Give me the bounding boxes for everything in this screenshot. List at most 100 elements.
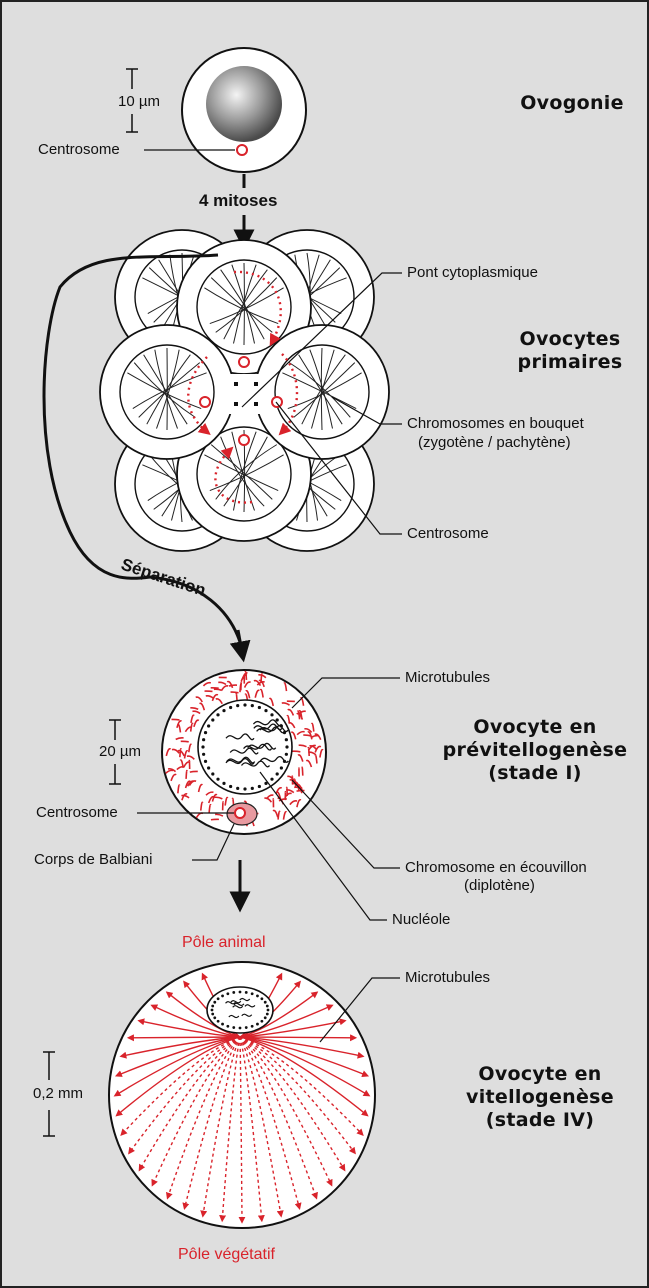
label-centrosome-3: Centrosome [36,804,118,822]
nucleolus-dot [229,785,232,788]
centrosome-dot [272,397,282,407]
nucleolus-dot [266,1013,269,1016]
ovogonie-nucleus [206,66,282,142]
nucleolus-dot [280,766,283,769]
nucleolus-dot [221,995,224,998]
nucleolus-dot [217,997,220,1000]
nucleolus-dot [258,706,261,709]
primary-oocyte-cluster [100,230,389,551]
nucleolus-dot [211,772,214,775]
nucleolus-dot [222,782,225,785]
microtubule-fiber [130,1037,240,1038]
title-ovocytes-primaires: Ovocytes primaires [500,328,640,374]
nucleolus-dot [226,1025,229,1028]
title-ovogonie: Ovogonie [502,92,642,115]
previtellogenesis-oocyte [162,670,326,834]
nucleolus-dot [236,704,239,707]
scale-label-02mm: 0,2 mm [33,1085,83,1103]
nucleolus-dot [256,1023,259,1026]
nucleolus-dot [211,1005,214,1008]
nucleolus-dot [260,1020,263,1023]
ovogonie-cell [182,48,306,172]
nucleolus-dot [207,766,210,769]
nucleolus-dot [216,713,219,716]
cytoplasmic-bridge-hub [224,374,264,414]
label-centrosome-2: Centrosome [407,525,489,543]
bridge-mark [254,382,258,386]
nucleolus-dot [201,745,204,748]
nucleolus-dot [256,995,259,998]
separation-arrow [238,630,242,652]
nucleolus-dot [232,991,235,994]
label-chromosomes-bouquet: Chromosomes en bouquet [407,415,584,433]
bridge-mark [254,402,258,406]
nucleolus-dot [285,745,288,748]
centrosome-dot [239,435,249,445]
nucleolus-dot [204,760,207,763]
nucleolus-dot [258,785,261,788]
nucleolus-dot [285,738,288,741]
nucleolus-dot [270,778,273,781]
nucleolus-dot [202,738,205,741]
nucleolus-dot [202,753,205,756]
nucleolus-dot [222,709,225,712]
nucleolus-dot [276,718,279,721]
nucleolus-dot [245,1026,248,1029]
title-previtellogenese: Ovocyte en prévitellogenèse (stade I) [430,716,640,785]
nucleolus-dot [211,1009,214,1012]
label-pole-animal: Pôle animal [182,934,266,952]
nucleolus-dot [270,713,273,716]
nucleolus-dot [251,992,254,995]
nucleolus-dot [204,731,207,734]
scale-label-20um: 20 µm [99,743,141,761]
centrosome-dot [239,357,249,367]
nucleolus-dot [226,992,229,995]
nucleolus-dot [276,772,279,775]
title-line: Ovocyte en [430,716,640,739]
ovogonie-centrosome [237,145,247,155]
nucleolus-dot [251,1025,254,1028]
nucleolus-dot [211,1013,214,1016]
nucleolus-dot [221,1023,224,1026]
title-line: vitellogenèse [440,1086,640,1109]
oocyte-cell [255,325,389,459]
title-line: (stade I) [430,762,640,785]
nucleolus-dot [251,704,254,707]
nucleolus-dot [239,991,242,994]
nucleolus-dot [251,787,254,790]
nucleolus-dot [264,709,267,712]
title-line: (stade IV) [440,1109,640,1132]
label-pont-cytoplasmique: Pont cytoplasmique [407,264,538,282]
nucleolus-dot [207,724,210,727]
centrosome-dot [200,397,210,407]
nucleolus-dot [266,1005,269,1008]
nucleolus-dot [285,753,288,756]
oocyte-cell [100,325,234,459]
scale-label-10um: 10 µm [118,93,160,111]
nucleolus-dot [217,1020,220,1023]
vitellogenesis-oocyte [109,962,375,1228]
label-4-mitoses: 4 mitoses [199,192,277,210]
label-pole-vegetatif: Pôle végétatif [178,1246,275,1264]
label-corps-balbiani: Corps de Balbiani [34,851,152,869]
nucleolus-dot [236,787,239,790]
nucleolus-dot [216,778,219,781]
nucleolus-dot [213,1001,216,1004]
label-chromosome-ecouvillon: Chromosome en écouvillon [405,859,587,877]
nucleolus-dot [211,718,214,721]
title-line: prévitellogenèse [430,739,640,762]
label-microtubules-2: Microtubules [405,969,490,987]
label-diplotene: (diplotène) [464,877,535,895]
nucleolus-dot [229,706,232,709]
microtubule-fiber [240,1037,354,1038]
nucleolus-dot [243,703,246,706]
bridge-mark [234,402,238,406]
nucleolus-dot [232,1026,235,1029]
label-centrosome-1: Centrosome [38,141,120,159]
label-microtubules-1: Microtubules [405,669,490,687]
title-line: primaires [500,351,640,374]
nucleolus-dot [264,1016,267,1019]
previt-centrosome [235,808,245,818]
title-line: Ovocyte en [440,1063,640,1086]
